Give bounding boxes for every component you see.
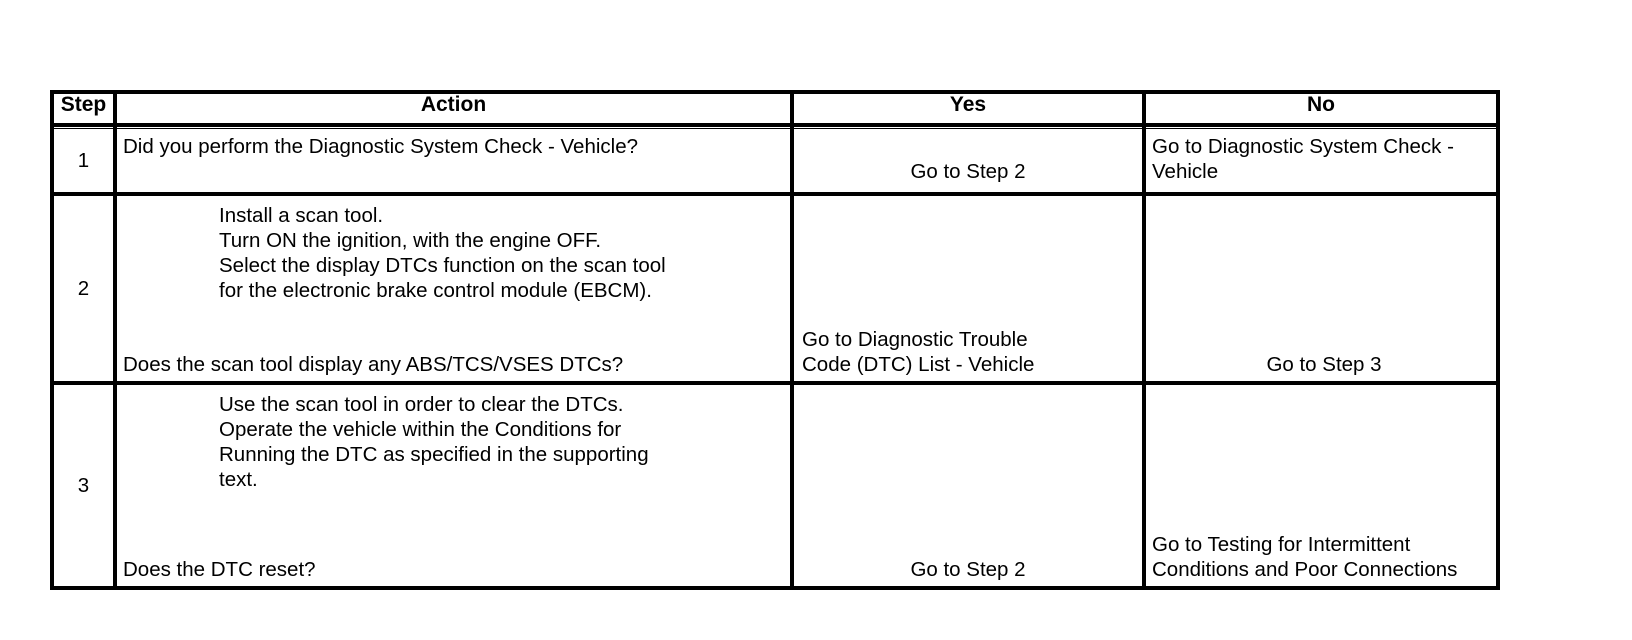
table-row: 2 Install a scan tool. Turn ON the ignit…	[50, 192, 1500, 383]
table-body: 1 Did you perform the Diagnostic System …	[50, 127, 1500, 588]
action-question: Did you perform the Diagnostic System Ch…	[123, 135, 639, 158]
table-row: 1 Did you perform the Diagnostic System …	[50, 127, 1500, 195]
no-cell-inner: Go to Diagnostic System Check - Vehicle	[1152, 129, 1496, 192]
yes-answer-block: Go to Diagnostic Trouble Code (DTC) List…	[798, 327, 1138, 377]
no-answer-line: Go to Diagnostic System Check -	[1152, 135, 1454, 158]
header-row: Step Action Yes No	[50, 92, 1500, 129]
action-step-line: Select the display DTCs function on the …	[219, 254, 666, 278]
action-step-line: Running the DTC as specified in the supp…	[219, 442, 649, 466]
no-answer-line: Vehicle	[1152, 160, 1219, 183]
action-step-line: for the electronic brake control module …	[219, 279, 652, 303]
action-step-line: Install a scan tool.	[219, 204, 384, 228]
no-cell: Go to Diagnostic System Check - Vehicle	[1142, 127, 1500, 195]
yes-cell: Go to Step 2	[790, 127, 1146, 195]
action-cell: Did you perform the Diagnostic System Ch…	[113, 127, 794, 195]
step-number-cell: 1	[50, 127, 117, 195]
action-step-line: Operate the vehicle within the Condition…	[219, 417, 622, 441]
action-step-list: Use the scan tool in order to clear the …	[123, 392, 790, 492]
no-cell: Go to Step 3	[1142, 192, 1500, 383]
action-cell-inner: Did you perform the Diagnostic System Ch…	[123, 129, 790, 192]
action-cell: Install a scan tool. Turn ON the ignitio…	[113, 192, 794, 383]
table-header: Step Action Yes No	[50, 92, 1500, 129]
yes-answer-line: Go to Step 2	[910, 160, 1026, 183]
no-answer-line: Go to Step 3	[1266, 352, 1382, 376]
yes-cell-inner: Go to Step 2	[798, 129, 1138, 192]
action-question: Does the scan tool display any ABS/TCS/V…	[123, 352, 624, 376]
column-header-step: Step	[50, 92, 117, 129]
diagnostic-procedure-table: Step Action Yes No 1 Did you perform the…	[50, 90, 1500, 590]
yes-cell: Go to Step 2	[790, 380, 1146, 588]
column-header-action: Action	[113, 92, 794, 129]
step-number-cell: 3	[50, 380, 117, 588]
yes-answer-line: Go to Diagnostic Trouble	[802, 327, 1028, 351]
no-answer-block: Go to Step 3	[1152, 352, 1496, 377]
column-header-yes: Yes	[790, 92, 1146, 129]
no-cell: Go to Testing for Intermittent Condition…	[1142, 380, 1500, 588]
no-answer-line: Go to Testing for Intermittent	[1152, 533, 1411, 556]
action-cell-inner: Use the scan tool in order to clear the …	[123, 385, 790, 586]
action-step-line: Use the scan tool in order to clear the …	[219, 392, 624, 416]
yes-answer-line: Code (DTC) List - Vehicle	[802, 352, 1035, 376]
yes-answer-line: Go to Step 2	[910, 558, 1026, 581]
action-cell: Use the scan tool in order to clear the …	[113, 380, 794, 588]
action-step-line: text.	[219, 467, 258, 491]
table-row: 3 Use the scan tool in order to clear th…	[50, 380, 1500, 588]
column-header-no: No	[1142, 92, 1500, 129]
no-cell-inner: Go to Step 3	[1152, 196, 1496, 381]
yes-cell-inner: Go to Step 2	[798, 385, 1138, 586]
yes-answer-block: Go to Step 2	[798, 557, 1138, 582]
action-step-line: Turn ON the ignition, with the engine OF…	[219, 229, 602, 253]
yes-cell-inner: Go to Diagnostic Trouble Code (DTC) List…	[798, 196, 1138, 381]
yes-cell: Go to Diagnostic Trouble Code (DTC) List…	[790, 192, 1146, 383]
no-answer-block: Go to Testing for Intermittent Condition…	[1152, 532, 1496, 582]
no-answer-line: Conditions and Poor Connections	[1152, 558, 1458, 581]
action-question: Does the DTC reset?	[123, 558, 316, 581]
action-step-list: Install a scan tool. Turn ON the ignitio…	[123, 203, 790, 303]
step-number-cell: 2	[50, 192, 117, 383]
action-cell-inner: Install a scan tool. Turn ON the ignitio…	[123, 196, 790, 381]
no-cell-inner: Go to Testing for Intermittent Condition…	[1152, 385, 1496, 586]
